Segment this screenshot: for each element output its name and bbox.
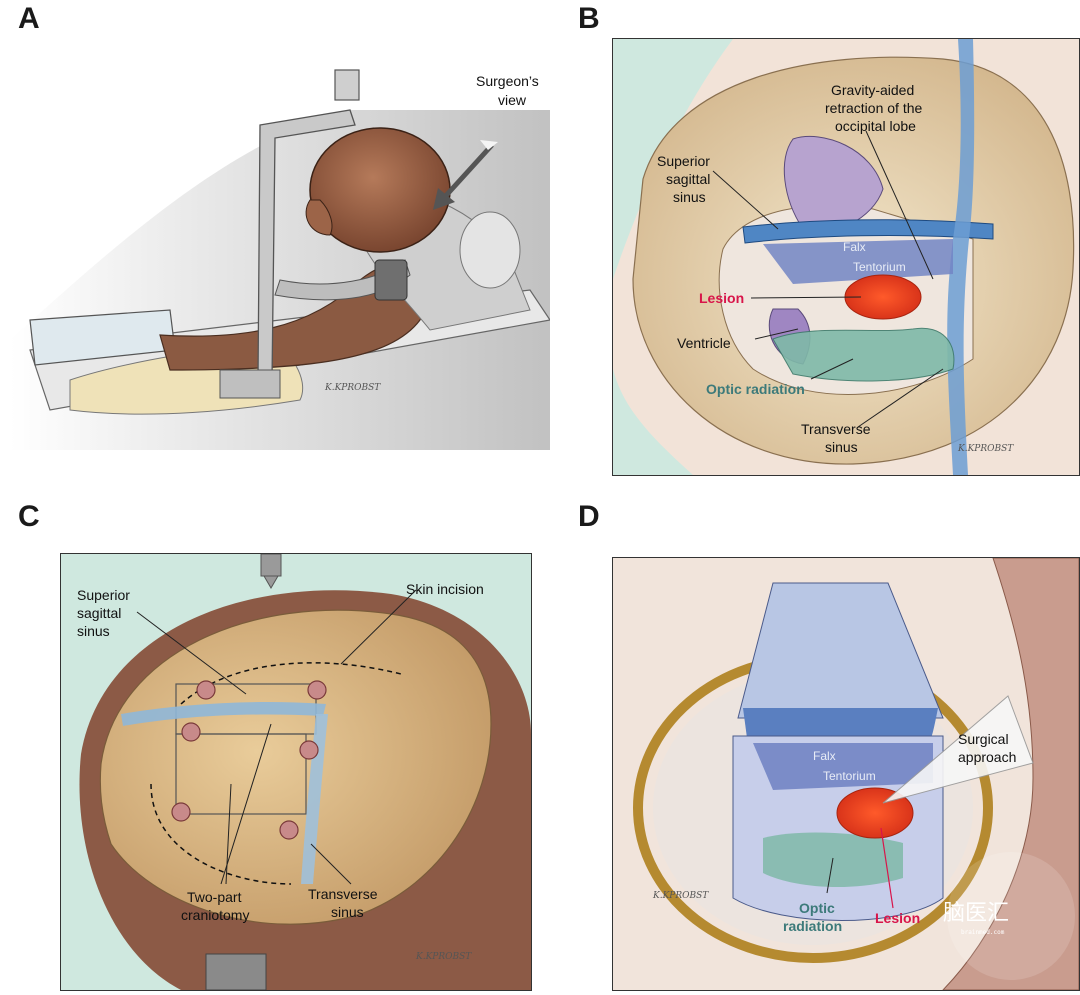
skin-incision-label: Skin incision xyxy=(406,581,484,597)
two-part-craniotomy-label-line1: Two-part xyxy=(187,889,242,905)
panel-d-illustration: Falx Tentorium Surgical approach Optic r… xyxy=(612,557,1080,991)
falx-label-b: Falx xyxy=(843,240,866,254)
transverse-sinus-label-c-line2: sinus xyxy=(331,904,364,920)
optic-radiation-label-b: Optic radiation xyxy=(706,381,805,397)
panel-b-signature: K.KPROBST xyxy=(957,444,1014,454)
transverse-sinus-label-b-line2: sinus xyxy=(825,439,858,455)
surgical-approach-label-line2: approach xyxy=(958,749,1016,765)
watermark-url: brainmed.com xyxy=(961,929,1005,936)
panel-c-letter: C xyxy=(18,500,40,533)
panel-b-illustration: Falx Tentorium Gravity-aided retraction … xyxy=(612,38,1080,476)
superior-sagittal-sinus-label-c-line3: sinus xyxy=(77,623,110,639)
gravity-label-line2: retraction of the xyxy=(825,100,922,116)
optic-radiation-label-d-line2: radiation xyxy=(783,918,842,934)
tentorium-label-b: Tentorium xyxy=(853,260,906,274)
lesion-label-b: Lesion xyxy=(699,290,744,306)
watermark-text: 脑医汇 xyxy=(943,901,1009,926)
panel-c-signature: K.KPROBST xyxy=(415,952,472,962)
watermark-logo: 脑医汇 brainmed.com xyxy=(943,852,1075,980)
surgical-approach-label-line1: Surgical xyxy=(958,731,1009,747)
ventricle-label: Ventricle xyxy=(677,335,731,351)
panel-a-letter: A xyxy=(18,2,40,35)
panel-a-signature: K.KPROBST xyxy=(324,383,381,393)
superior-sagittal-sinus-label-b-line1: Superior xyxy=(657,153,710,169)
superior-sagittal-sinus-label-b-line3: sinus xyxy=(673,189,706,205)
transverse-sinus-label-c-line1: Transverse xyxy=(308,886,378,902)
transverse-sinus-label-b-line1: Transverse xyxy=(801,421,871,437)
panel-c-illustration: Superior sagittal sinus Skin incision Tw… xyxy=(60,553,532,991)
panel-d-letter: D xyxy=(578,500,600,533)
optic-radiation-label-d-line1: Optic xyxy=(799,900,835,916)
surgeons-view-label-line1: Surgeon’s xyxy=(476,73,539,89)
superior-sagittal-sinus-label-c-line1: Superior xyxy=(77,587,130,603)
panel-d-signature: K.KPROBST xyxy=(652,891,709,901)
gravity-label-line1: Gravity-aided xyxy=(831,82,914,98)
lesion-label-d: Lesion xyxy=(875,910,920,926)
two-part-craniotomy-label-line2: craniotomy xyxy=(181,907,249,923)
panel-b-letter: B xyxy=(578,2,600,35)
superior-sagittal-sinus-label-c-line2: sagittal xyxy=(77,605,121,621)
falx-label-d: Falx xyxy=(813,749,836,763)
superior-sagittal-sinus-label-b-line2: sagittal xyxy=(666,171,710,187)
surgeons-view-label-line2: view xyxy=(498,92,527,108)
gravity-label-line3: occipital lobe xyxy=(835,118,916,134)
panel-a-illustration: Surgeon’s view K.KPROBST xyxy=(10,50,550,450)
tentorium-label-d: Tentorium xyxy=(823,769,876,783)
